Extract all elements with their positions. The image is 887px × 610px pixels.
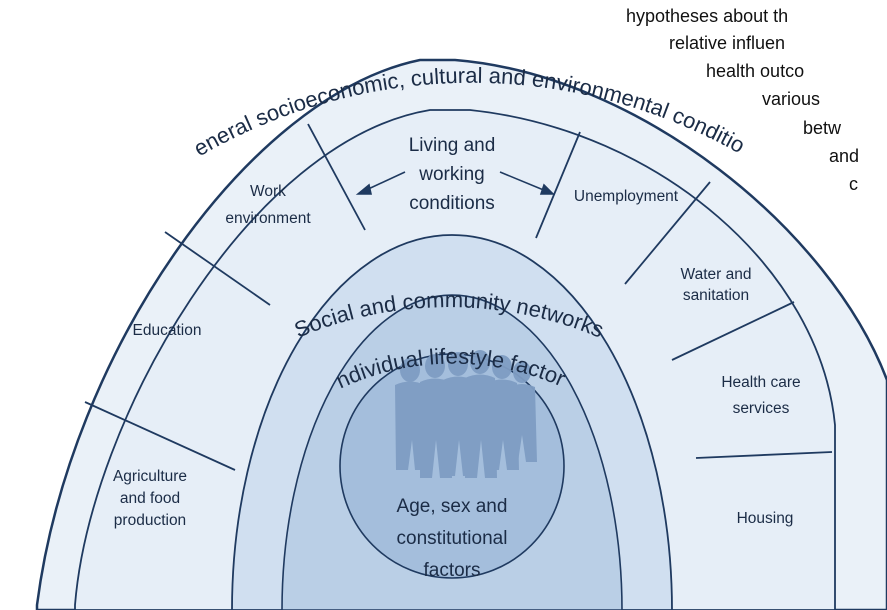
side-text-line-5: betw: [803, 118, 842, 138]
health-care-line-2: services: [733, 400, 790, 417]
segment-unemployment: Unemployment: [574, 188, 679, 205]
core-label-line-2: constitutional: [397, 528, 508, 549]
side-text-line-3: health outco: [706, 61, 804, 81]
health-care-line-1: Health care: [721, 374, 800, 391]
living-title-line-3: conditions: [409, 193, 495, 214]
segment-housing: Housing: [737, 510, 794, 527]
education-label: Education: [133, 322, 202, 339]
left-arrow-icon: [355, 171, 406, 195]
agriculture-line-2: and food: [120, 490, 180, 507]
agriculture-line-1: Agriculture: [113, 468, 187, 485]
side-text-line-1: hypotheses about th: [626, 6, 788, 26]
housing-label: Housing: [737, 510, 794, 527]
living-title-line-2: working: [418, 164, 484, 185]
living-title-line-1: Living and: [409, 135, 496, 156]
segment-agriculture: Agriculture and food production: [113, 468, 187, 529]
water-sanitation-line-2: sanitation: [683, 287, 749, 304]
core-label-line-1: Age, sex and: [397, 496, 508, 517]
side-text-line-2: relative influen: [669, 33, 785, 53]
side-document-text: hypotheses about th relative influen hea…: [626, 6, 859, 194]
core-label: Age, sex and constitutional factors: [397, 496, 508, 581]
side-text-line-7: c: [849, 174, 858, 194]
segment-work-environment: Work environment: [225, 183, 311, 227]
core-label-line-3: factors: [423, 560, 480, 581]
right-arrow-icon: [499, 171, 555, 195]
side-text-line-4: various: [762, 89, 820, 109]
work-environment-line-2: environment: [225, 210, 311, 227]
agriculture-line-3: production: [114, 512, 186, 529]
water-sanitation-line-1: Water and: [681, 266, 752, 283]
segment-health-care: Health care services: [721, 374, 800, 417]
segment-water-sanitation: Water and sanitation: [681, 266, 752, 304]
living-conditions-title: Living and working conditions: [409, 135, 496, 214]
segment-dividers: [84, 123, 833, 471]
side-text-line-6: and: [829, 146, 859, 166]
segment-education: Education: [133, 322, 202, 339]
unemployment-label: Unemployment: [574, 188, 679, 205]
people-group-icon: [395, 350, 537, 478]
work-environment-line-1: Work: [250, 183, 286, 200]
